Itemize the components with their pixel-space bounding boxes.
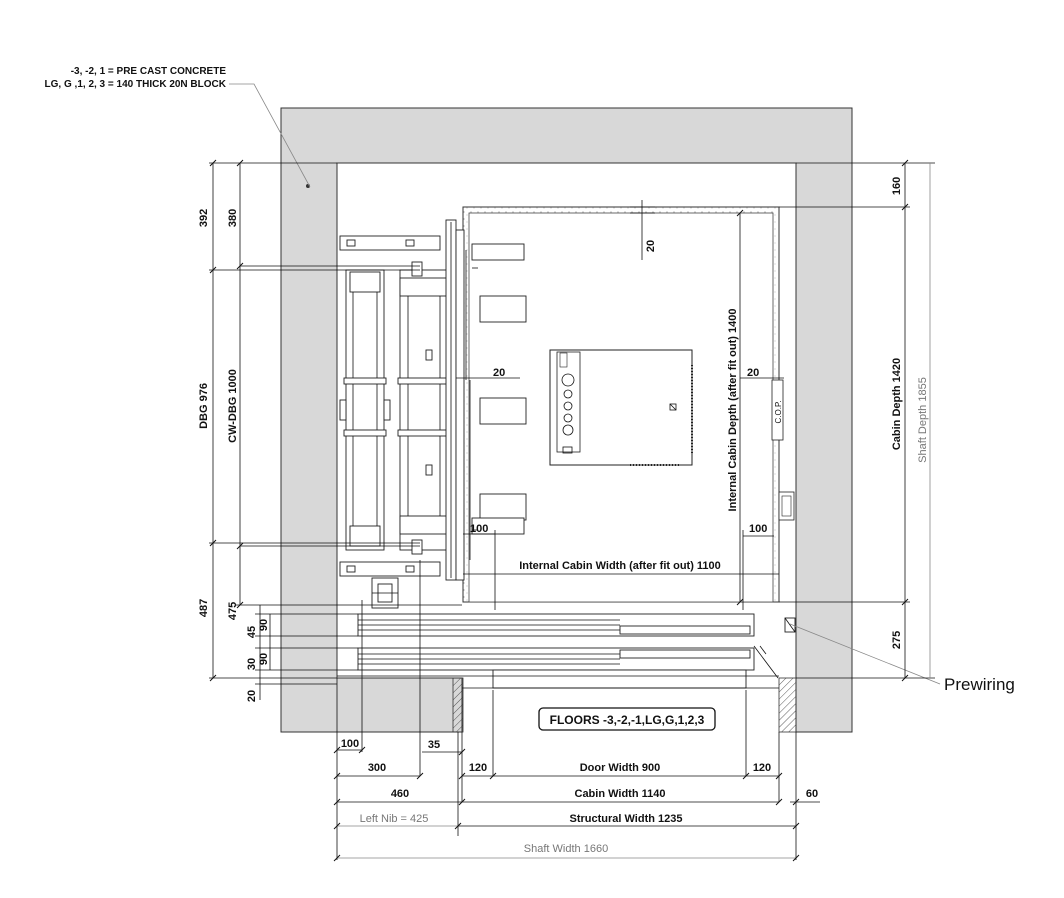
dim-392: 392 xyxy=(198,209,210,227)
dim-left-nib: Left Nib = 425 xyxy=(360,813,429,825)
dim-120-right: 120 xyxy=(753,762,771,774)
dim-cw-dbg-1000: CW-DBG 1000 xyxy=(227,369,239,443)
dim-100-cabin-left: 100 xyxy=(470,523,488,535)
dim-487: 487 xyxy=(198,599,210,617)
dim-35: 35 xyxy=(428,739,440,751)
dim-300: 300 xyxy=(368,762,386,774)
dim-275: 275 xyxy=(891,631,903,649)
dim-380: 380 xyxy=(227,209,239,227)
dim-shaft-depth: Shaft Depth 1855 xyxy=(917,377,929,463)
dim-90-a: 90 xyxy=(258,619,270,631)
dim-internal-depth: Internal Cabin Depth (after fit out) 140… xyxy=(727,309,739,512)
dim-20-top: 20 xyxy=(645,240,657,252)
dim-door-width: Door Width 900 xyxy=(580,762,661,774)
dim-160: 160 xyxy=(891,177,903,195)
dim-20-mid: 20 xyxy=(493,367,505,379)
dim-structural-width: Structural Width 1235 xyxy=(570,813,683,825)
floors-text: FLOORS -3,-2,-1,LG,G,1,2,3 xyxy=(550,713,705,727)
dim-100-cabin-right: 100 xyxy=(749,523,767,535)
dim-475: 475 xyxy=(227,602,239,620)
dim-60: 60 xyxy=(806,788,818,800)
right-door-jamb xyxy=(778,677,797,733)
landing-door-panels xyxy=(337,613,796,689)
dim-20-left: 20 xyxy=(246,690,258,702)
dim-cabin-width: Cabin Width 1140 xyxy=(575,788,666,800)
internal-dimensions: Internal Cabin Depth (after fit out) 140… xyxy=(456,200,784,610)
dim-shaft-width: Shaft Width 1660 xyxy=(524,843,608,855)
dim-cabin-depth: Cabin Depth 1420 xyxy=(891,358,903,450)
prewiring-callout: Prewiring xyxy=(789,623,1015,694)
left-dimensions: 392 380 DBG 976 CW-DBG 1000 487 475 45 9… xyxy=(198,162,462,702)
dim-120-left: 120 xyxy=(469,762,487,774)
dim-45: 45 xyxy=(246,626,258,638)
material-note-line2: LG, G ,1, 2, 3 = 140 THICK 20N BLOCK xyxy=(45,79,227,90)
dim-30: 30 xyxy=(246,658,258,670)
dim-internal-width: Internal Cabin Width (after fit out) 110… xyxy=(519,560,721,572)
bottom-dimensions: 100 35 300 120 Door Width 900 120 460 Ca… xyxy=(209,159,909,862)
dim-100-bottom: 100 xyxy=(341,738,359,750)
material-note-line1: -3, -2, 1 = PRE CAST CONCRETE xyxy=(71,66,227,77)
guide-rails-and-counterweight xyxy=(339,219,527,609)
right-dimensions: 160 Cabin Depth 1420 275 Shaft Depth 185… xyxy=(779,162,935,679)
material-note: -3, -2, 1 = PRE CAST CONCRETE LG, G ,1, … xyxy=(45,66,311,188)
dim-90-b: 90 xyxy=(258,653,270,665)
dim-20-right: 20 xyxy=(747,367,759,379)
car-operating-panel: C.O.P. xyxy=(771,379,795,521)
floors-label: FLOORS -3,-2,-1,LG,G,1,2,3 xyxy=(538,707,716,731)
left-door-jamb xyxy=(452,677,464,733)
dim-dbg-976: DBG 976 xyxy=(198,383,210,429)
cop-label: C.O.P. xyxy=(774,401,783,424)
prewiring-label: Prewiring xyxy=(944,675,1015,694)
dim-460: 460 xyxy=(391,788,409,800)
